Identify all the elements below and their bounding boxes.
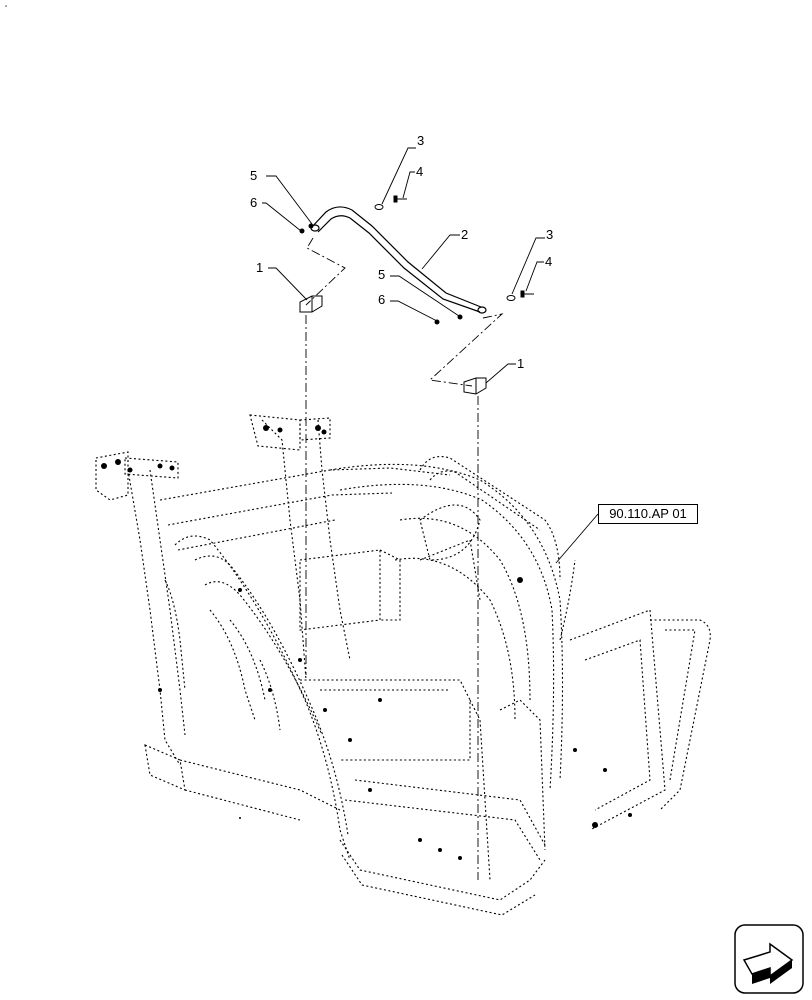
- assembly-lines: [305, 237, 504, 880]
- reference-label[interactable]: 90.110.AP 01: [598, 504, 698, 524]
- frame-details: [101, 425, 632, 860]
- callout-4-top: 4: [416, 164, 423, 179]
- bracket-parts: [299, 295, 487, 395]
- callout-leaders: [262, 147, 599, 564]
- callout-3-right: 3: [546, 227, 553, 242]
- callout-3-top: 3: [417, 133, 424, 148]
- callout-2: 2: [461, 227, 468, 242]
- callout-1-left: 1: [256, 260, 263, 275]
- callout-6-left: 6: [250, 195, 257, 210]
- callout-4-right: 4: [545, 254, 552, 269]
- callout-1-right: 1: [517, 356, 524, 371]
- handrail-part: [310, 206, 487, 314]
- callout-6-right: 6: [378, 292, 385, 307]
- cab-frame: [95, 414, 711, 916]
- hardware-parts: [299, 195, 534, 325]
- arrow-forward-icon[interactable]: [734, 924, 804, 994]
- callout-5-right: 5: [378, 267, 385, 282]
- callout-5-left: 5: [250, 168, 257, 183]
